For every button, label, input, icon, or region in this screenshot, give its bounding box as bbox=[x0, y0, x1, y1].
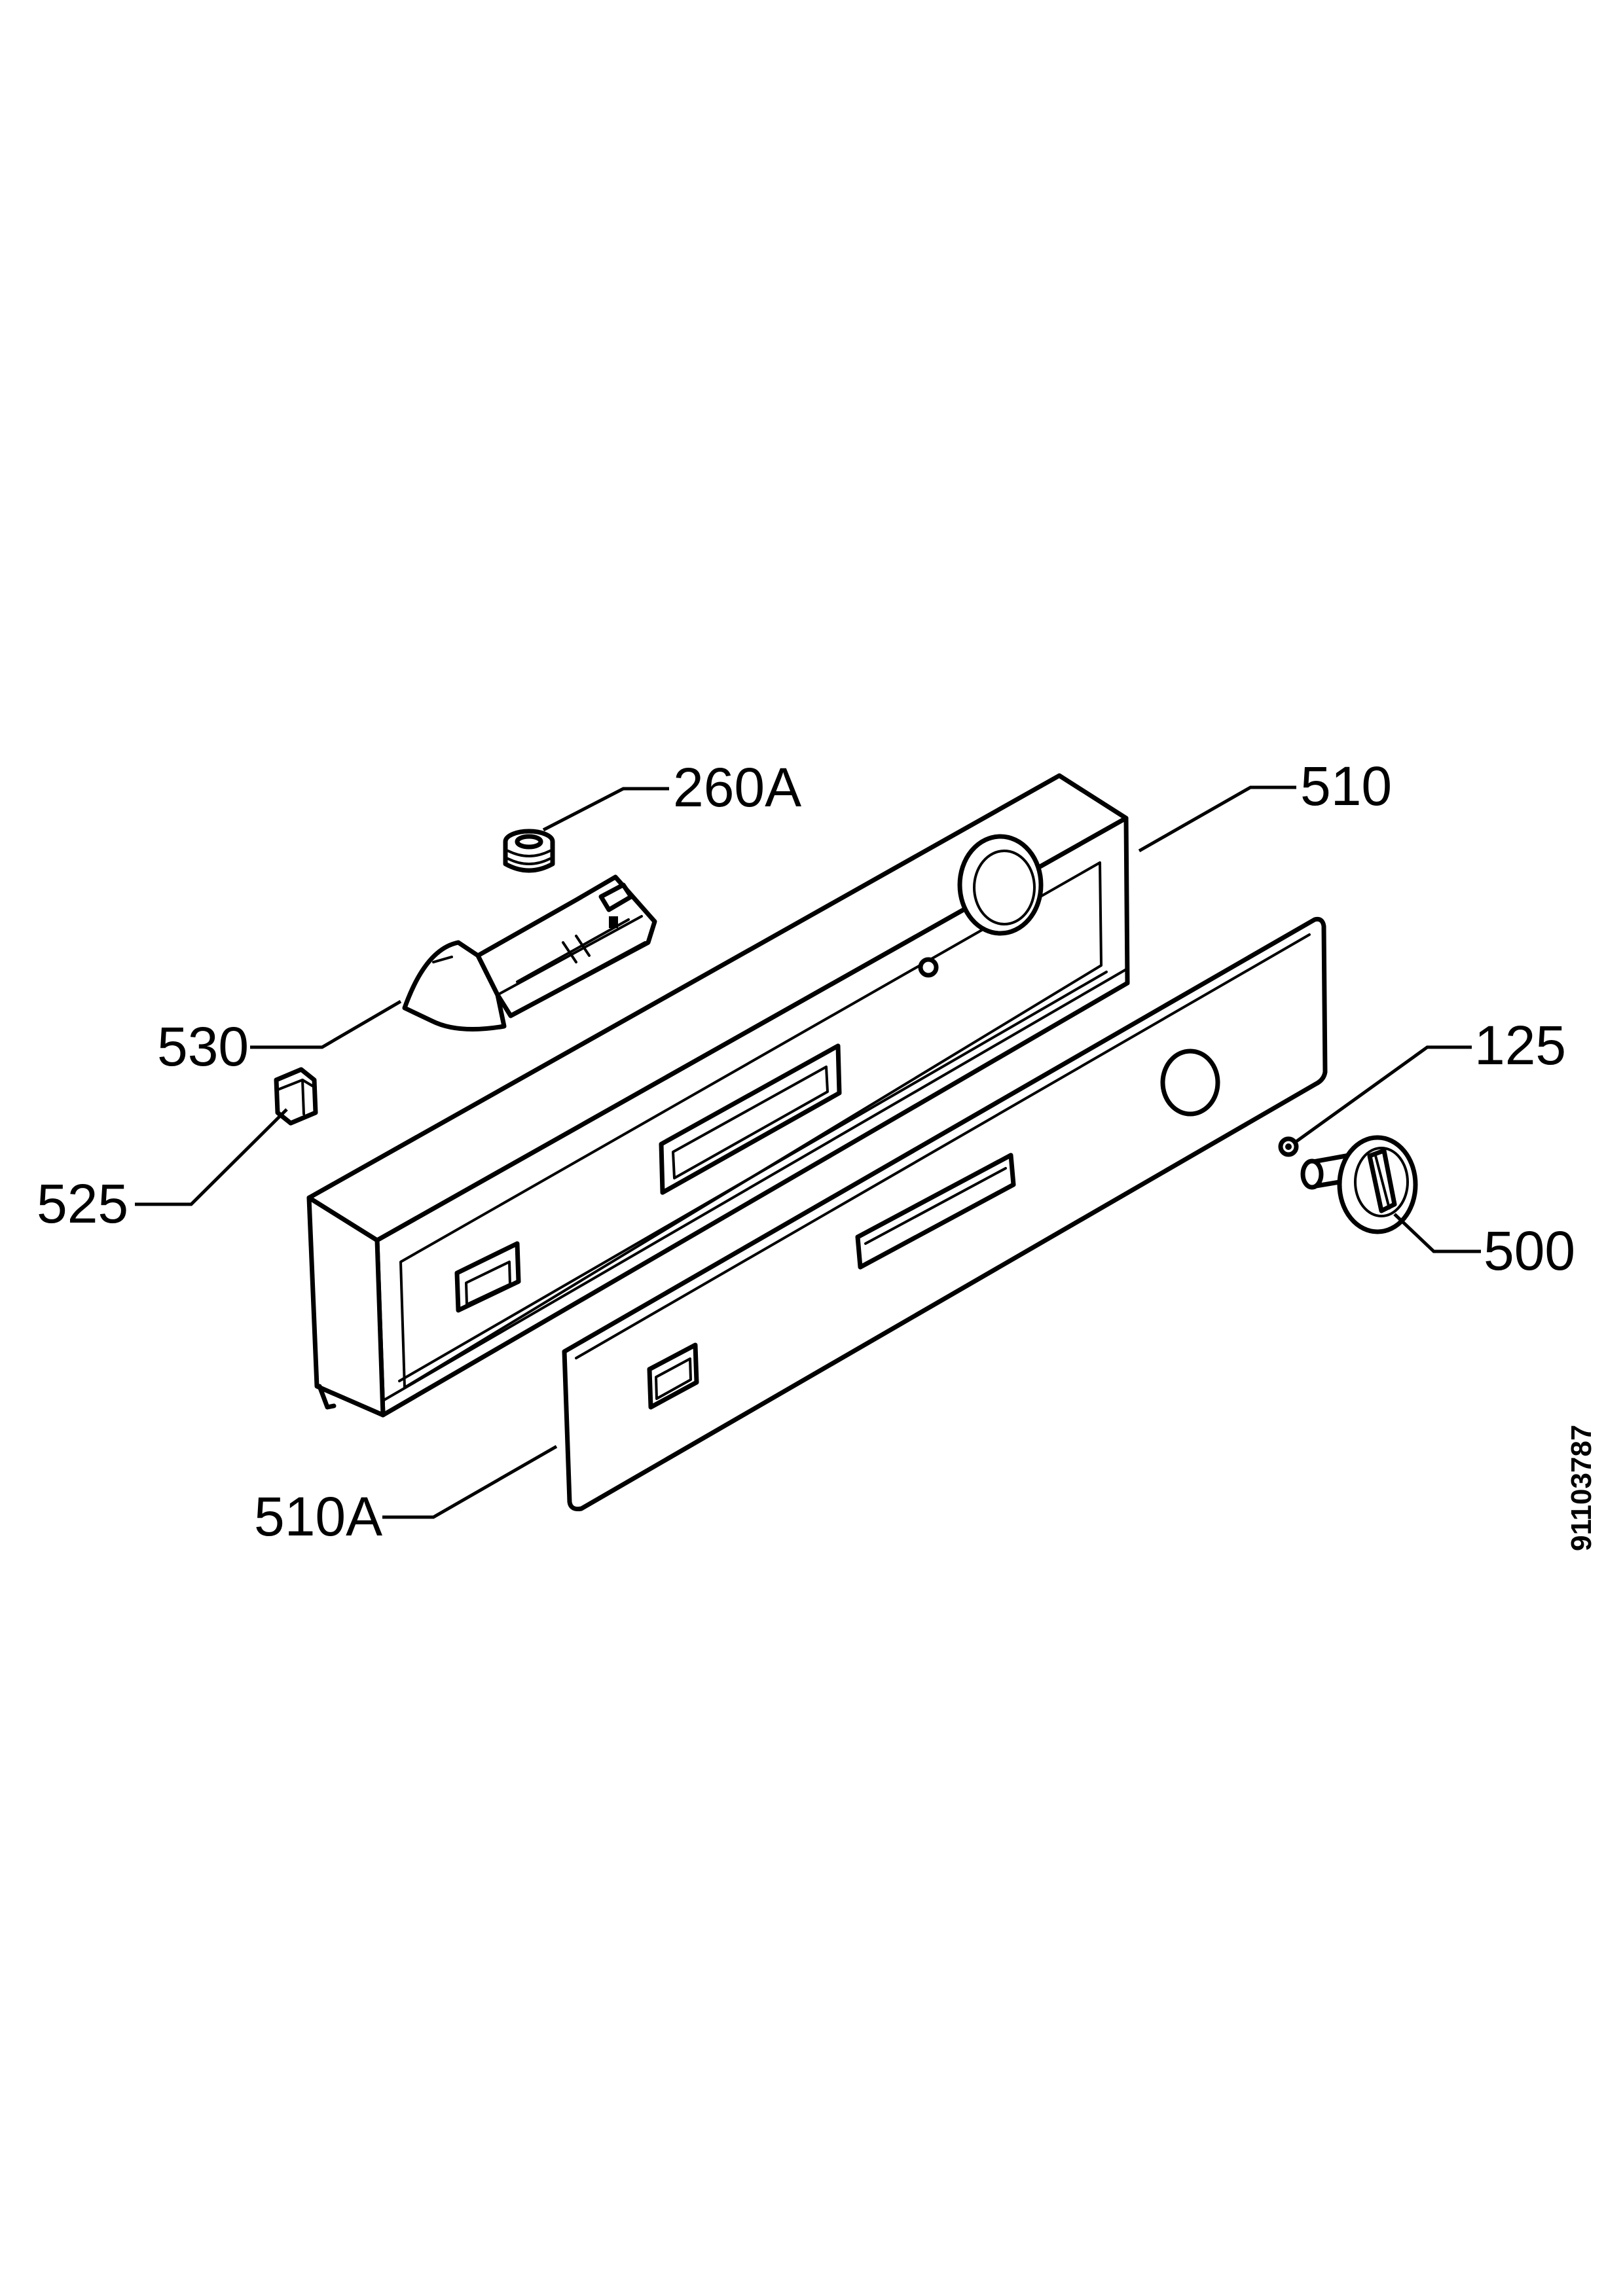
callout-labels: 260A 510 530 125 525 500 510A bbox=[37, 755, 1575, 1547]
leader-500 bbox=[1393, 1213, 1481, 1253]
callout-525: 525 bbox=[37, 1173, 128, 1234]
part-260a-bushing bbox=[503, 829, 555, 873]
part-510a-front-trim bbox=[562, 917, 1328, 1511]
callout-125: 125 bbox=[1474, 1014, 1566, 1076]
leader-260a bbox=[542, 787, 669, 832]
leader-510 bbox=[1138, 785, 1296, 853]
part-530-switch-bracket bbox=[402, 874, 657, 1031]
leader-530 bbox=[250, 999, 402, 1049]
leader-lines bbox=[135, 785, 1481, 1519]
part-510-control-panel bbox=[306, 773, 1130, 1418]
part-500-knob bbox=[1300, 1135, 1418, 1234]
callout-260a: 260A bbox=[673, 757, 801, 818]
callout-510a: 510A bbox=[254, 1486, 382, 1547]
leader-525 bbox=[135, 1108, 288, 1206]
document-number: 91103787 bbox=[1565, 1425, 1597, 1551]
part-125-nut bbox=[1278, 1136, 1299, 1157]
leader-125 bbox=[1295, 1045, 1472, 1143]
callout-530: 530 bbox=[157, 1016, 249, 1077]
callout-500: 500 bbox=[1484, 1220, 1575, 1282]
callout-510: 510 bbox=[1300, 755, 1392, 817]
leader-510a bbox=[382, 1444, 558, 1519]
